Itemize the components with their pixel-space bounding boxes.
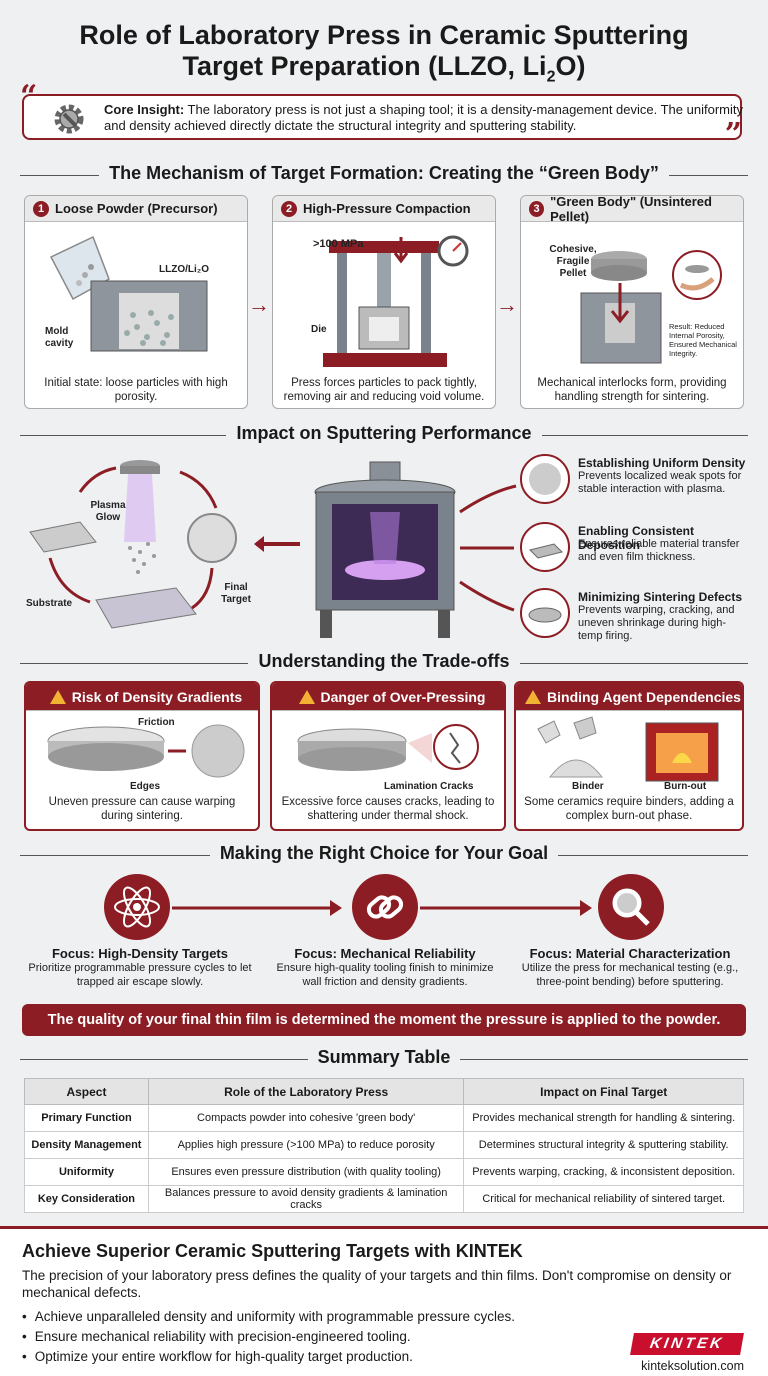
- section-impact-header: Impact on Sputtering Performance: [20, 423, 748, 447]
- feature-sintering-defects: Minimizing Sintering Defects Prevents wa…: [518, 586, 750, 648]
- feature-uniform-density: Establishing Uniform Density Prevents lo…: [518, 452, 750, 514]
- goal-material-characterization: Focus: Material Characterization Utilize…: [521, 946, 739, 988]
- footer-title: Achieve Superior Ceramic Sputtering Targ…: [22, 1241, 523, 1261]
- page-title: Role of Laboratory Press in Ceramic Sput…: [0, 20, 768, 92]
- warning-icon: [298, 689, 315, 704]
- website-link[interactable]: kinteksolution.com: [641, 1359, 744, 1373]
- section-tradeoffs-header: Understanding the Trade-offs: [20, 651, 748, 675]
- step-caption: Mechanical interlocks form, providing ha…: [537, 377, 727, 403]
- footer-bullets: Achieve unparalleled density and uniform…: [22, 1307, 515, 1367]
- uniform-density-icon: [520, 454, 570, 504]
- section-mechanism-header: The Mechanism of Target Formation: Creat…: [20, 163, 748, 187]
- gear-wrench-icon: [54, 104, 84, 134]
- step-number: 1: [33, 200, 49, 217]
- title-line-2: Target Preparation (LLZO, Li2O): [182, 51, 586, 86]
- lamination-crack-illustration: [297, 724, 479, 771]
- key-takeaway-banner: The quality of your final thin film is d…: [22, 1004, 746, 1036]
- powder-mold-illustration: [49, 235, 208, 352]
- deposition-icon: [520, 522, 570, 572]
- chain-link-icon: [352, 874, 418, 940]
- footer-text: The precision of your laboratory press d…: [22, 1268, 732, 1300]
- table-header-row: Aspect Role of the Laboratory Press Impa…: [24, 1078, 744, 1105]
- list-item: Optimize your entire workflow for high-q…: [22, 1347, 515, 1367]
- step-number: 3: [529, 200, 545, 217]
- step-title: Loose Powder (Precursor): [55, 201, 218, 216]
- warning-icon: [525, 689, 542, 704]
- section-summary-header: Summary Table: [20, 1047, 748, 1071]
- sintering-defect-icon: [520, 588, 570, 638]
- summary-table: Aspect Role of the Laboratory Press Impa…: [24, 1078, 744, 1213]
- section-choice-header: Making the Right Choice for Your Goal: [20, 843, 748, 867]
- open-quote-icon: “: [20, 79, 38, 114]
- atom-icon: [104, 874, 170, 940]
- arrow-right-icon: →: [496, 292, 518, 317]
- step-title: High-Pressure Compaction: [303, 201, 471, 216]
- close-quote-icon: ”: [724, 117, 742, 152]
- kintek-logo[interactable]: KINTEK: [630, 1333, 744, 1355]
- goal-high-density: Focus: High-Density Targets Prioritize p…: [28, 946, 252, 988]
- list-item: Achieve unparalleled density and uniform…: [22, 1307, 515, 1327]
- magnifier-icon: [598, 874, 664, 940]
- core-insight-box: “ ” Core Insight: The laboratory press i…: [20, 82, 743, 150]
- risk-card-over-pressing: Danger of Over-Pressing Lamination Crack…: [270, 681, 506, 831]
- binder-burnout-illustration: [537, 716, 719, 782]
- step-caption: Initial state: loose particles with high…: [44, 377, 228, 403]
- footer-cta: Achieve Superior Ceramic Sputtering Targ…: [0, 1226, 768, 1376]
- risk-card-density-gradients: Risk of Density Gradients Friction Edges…: [24, 681, 260, 831]
- list-item: Ensure mechanical reliability with preci…: [22, 1327, 515, 1347]
- press-illustration: [323, 235, 469, 367]
- warning-icon: [49, 689, 66, 704]
- title-line-1: Role of Laboratory Press in Ceramic Sput…: [79, 20, 689, 50]
- goal-mechanical-reliability: Focus: Mechanical Reliability Ensure hig…: [276, 946, 494, 988]
- risk-card-binding-agent: Binding Agent Dependencies Binder Burn-o…: [514, 681, 744, 831]
- feature-consistent-deposition: Enabling Consistent Deposition Ensures r…: [518, 520, 750, 582]
- step-title: "Green Body" (Unsintered Pellet): [550, 195, 712, 224]
- step-number: 2: [281, 200, 297, 217]
- step-card-green-body: 3"Green Body" (Unsintered Pellet) Cohesi…: [520, 195, 744, 409]
- density-gradient-illustration: [47, 724, 245, 778]
- core-insight-text: Core Insight: The laboratory press is no…: [104, 102, 743, 133]
- green-body-illustration: [580, 250, 722, 364]
- arrow-right-icon: →: [248, 292, 270, 317]
- sputtering-illustration: [29, 460, 517, 638]
- step-caption: Press forces particles to pack tightly, …: [283, 377, 485, 403]
- goal-connector-illustration: [172, 900, 592, 916]
